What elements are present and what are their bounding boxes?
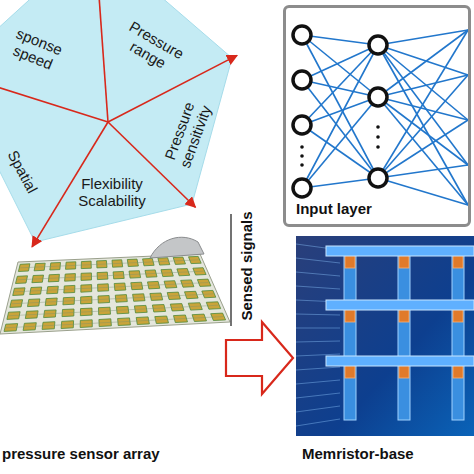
- axis-arrow: [95, 0, 109, 122]
- nn-link: [378, 75, 468, 178]
- sensor-wire: [20, 260, 199, 268]
- metric-pentagon: sponse speedPressure rangePressure sensi…: [0, 0, 232, 245]
- bottom-electrode: [344, 248, 356, 420]
- memristor-background: [296, 236, 474, 436]
- neuron: [293, 71, 311, 89]
- nn-link: [378, 30, 468, 178]
- peeling-corner: [150, 237, 204, 258]
- big-arrow: [226, 322, 293, 394]
- top-electrode: [326, 300, 474, 310]
- sensor-sheet: [0, 254, 230, 334]
- chip-trace: [296, 328, 340, 329]
- nn-link: [302, 178, 378, 188]
- chip-trace: [296, 406, 340, 412]
- sensor-wire: [6, 317, 223, 328]
- neuron: [293, 26, 311, 44]
- chip-trace: [296, 380, 340, 384]
- chip-trace: [296, 367, 340, 370]
- signal-label: Sensed signals: [239, 211, 256, 320]
- axis-arrow: [0, 70, 108, 122]
- chip-trace: [296, 393, 340, 398]
- nn-link: [302, 45, 378, 80]
- ellipsis-dot: [376, 135, 380, 139]
- ellipsis-dot: [300, 154, 304, 158]
- chip-trace: [296, 286, 340, 289]
- nn-link: [302, 80, 378, 178]
- nn-link: [378, 45, 468, 120]
- ellipsis-dot: [300, 163, 304, 167]
- chip-trace: [296, 272, 340, 276]
- nn-link: [302, 125, 378, 178]
- nn-link: [378, 30, 468, 45]
- ellipsis-dot: [376, 125, 380, 129]
- chip-trace: [296, 314, 340, 315]
- neuron: [293, 179, 311, 197]
- nn-link: [378, 165, 468, 178]
- nn-link: [378, 120, 468, 178]
- nn-link: [378, 45, 468, 205]
- bottom-electrode: [398, 248, 410, 420]
- sensor-wire: [17, 271, 203, 280]
- nn-link: [378, 178, 468, 205]
- bottom-electrode: [452, 248, 464, 420]
- sensor-wire: [15, 283, 209, 292]
- nn-link: [378, 97, 468, 120]
- nn-link: [378, 75, 468, 97]
- nn-link: [378, 97, 468, 205]
- caption-label: pressure sensor array: [2, 446, 160, 463]
- sensor-wire: [9, 305, 218, 316]
- neuron: [369, 88, 387, 106]
- nn-link: [302, 45, 378, 188]
- network-box: Input layer: [283, 5, 471, 227]
- top-electrode: [326, 356, 474, 366]
- layer-label: Input layer: [294, 201, 374, 218]
- nn-link: [302, 45, 378, 125]
- nn-link: [302, 97, 378, 188]
- chip-trace: [296, 341, 340, 342]
- neuron: [293, 116, 311, 134]
- sensor-wire: [12, 294, 214, 304]
- axis-arrow: [108, 55, 237, 122]
- pentagon: [0, 0, 232, 242]
- chip-trace: [296, 419, 340, 426]
- caption-label: Memristor-base: [302, 446, 414, 463]
- nn-link: [302, 35, 378, 178]
- chip-trace: [296, 258, 340, 263]
- top-electrode: [326, 246, 474, 256]
- metric-label: Flexibility Scalability: [70, 176, 154, 210]
- neuron: [369, 36, 387, 54]
- nn-link: [378, 30, 468, 97]
- divider-line: [230, 214, 232, 326]
- neuron: [369, 169, 387, 187]
- ellipsis-dot: [376, 145, 380, 149]
- ellipsis-dot: [300, 145, 304, 149]
